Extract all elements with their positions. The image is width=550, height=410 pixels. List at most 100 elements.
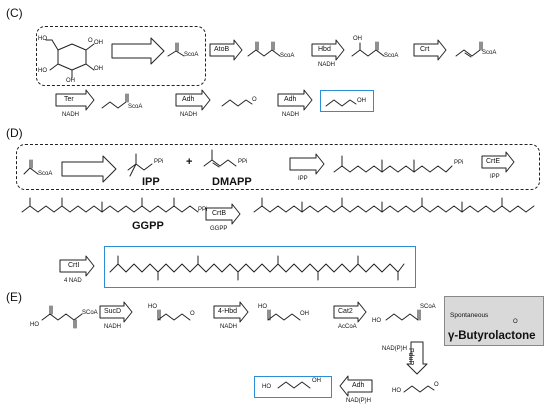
cofactor-nadh-adh-2: NADH: [282, 112, 300, 118]
pdu-arrow-box: [406, 341, 428, 375]
crotonylcoa-label: ScoA: [482, 50, 497, 56]
hydroxy-oh: OH: [353, 36, 362, 42]
butyraldehyde-structure: [221, 99, 253, 107]
section-label-d: (D): [6, 126, 23, 140]
cofactor-nadh-sucd: NADH: [104, 324, 122, 330]
bdo-highlight-box: [254, 376, 332, 398]
plus-sign: +: [186, 156, 193, 168]
fpp-structure: [333, 155, 453, 173]
4hbd-arrow-box: [213, 301, 249, 323]
butanol-highlight-box: [320, 90, 374, 112]
ggpp-name: GGPP: [132, 220, 164, 232]
ipp-ppi: PPi: [154, 159, 164, 165]
section-label-e: (E): [6, 290, 22, 304]
enzyme-hbd: Hbd: [318, 46, 331, 53]
ipp-name: IPP: [142, 176, 160, 188]
glucose-atom-ho-a: HO: [38, 36, 47, 42]
succinylcoa-structure: [41, 305, 83, 329]
dmapp-structure: [203, 149, 237, 168]
acetoacetylcoa-label: ScoA: [280, 53, 295, 59]
section-label-c: (C): [6, 6, 23, 20]
glucose-structure: [45, 39, 95, 79]
4hbald-o: O: [434, 382, 439, 388]
glucose-atom-oh-c: OH: [94, 40, 103, 46]
glucose-atom-oh-b: OH: [66, 78, 75, 84]
enzyme-sucd: SucD: [104, 308, 122, 315]
acetylcoa-structure-d: [23, 159, 39, 175]
ggpp-structure: [21, 197, 199, 213]
enzyme-ter: Ter: [64, 96, 74, 103]
ssa-o: O: [190, 311, 195, 317]
4hbcoa-scoa: SCoA: [420, 304, 436, 310]
enzyme-crtb: CrtB: [212, 210, 226, 217]
ssa-structure: [157, 309, 191, 321]
crt-arrow-box: [413, 39, 447, 61]
adh-arrow-box-e: [339, 375, 373, 397]
cofactor-nadh-adh-1: NADH: [180, 112, 198, 118]
crti-arrow-box: [59, 255, 95, 277]
cat2-arrow-box: [333, 301, 367, 323]
crte-arrow-box: [481, 151, 515, 173]
cofactor-4nad: 4 NAD: [64, 278, 82, 284]
lycopene-structure: [109, 255, 405, 281]
sucd-arrow-box: [99, 301, 133, 323]
cofactor-nadh-hbd: NADH: [318, 62, 336, 68]
acetylcoa-label-d: ScoA: [38, 171, 53, 177]
dmapp-ppi: PPi: [238, 159, 248, 165]
ter-arrow-box: [55, 89, 95, 111]
cofactor-nadph-pdu: NAD(P)H: [382, 346, 407, 352]
glucose-atom-oh-a: OH: [94, 66, 103, 72]
gbl-ring-o: O: [513, 319, 518, 325]
glucose-atom-o: O: [88, 38, 93, 44]
enzyme-crte: CrtE: [486, 158, 500, 165]
atob-arrow-box: [209, 39, 243, 61]
cofactor-nadph-adh: NAD(P)H: [346, 398, 371, 404]
cofactor-nadh-ter: NADH: [62, 112, 80, 118]
cofactor-ipp-1: IPP: [298, 176, 308, 182]
dmapp-name: DMAPP: [212, 176, 252, 188]
enzyme-adh-2: Adh: [284, 96, 297, 103]
adh-arrow-box-2: [277, 89, 313, 111]
hydroxybutyrylcoa-structure: [351, 41, 385, 57]
cofactor-ggpp: GGPP: [210, 226, 228, 232]
phytoene-structure: [253, 197, 535, 213]
cofactor-ipp-crte: IPP: [490, 174, 500, 180]
ssa-ho: HO: [148, 304, 157, 310]
enzyme-crti: CrtI: [68, 262, 80, 269]
fpp-ppi: PPi: [454, 160, 464, 166]
crotonylcoa-structure: [455, 41, 483, 58]
enzyme-crt: Crt: [420, 46, 430, 53]
ipp-structure: [127, 153, 153, 177]
ggpp-ppi: PPi: [198, 207, 208, 213]
acetylcoa-structure-c: [167, 42, 185, 57]
bdo-oh: OH: [312, 378, 321, 384]
crtb-arrow-box: [205, 203, 241, 225]
enzyme-adh-e: Adh: [352, 382, 365, 389]
hbd-arrow-box: [311, 39, 345, 61]
gbl-grey-box: [444, 296, 544, 346]
butyraldehyde-o: O: [252, 97, 257, 103]
glucose-to-acetylcoa-arrow: [111, 37, 165, 65]
enzyme-pdup: PduP: [407, 348, 414, 366]
bdo-structure: [277, 381, 311, 389]
4hb-ho: HO: [258, 304, 267, 310]
acetylcoa-to-ipp-arrow: [61, 155, 117, 183]
acetylcoa-label-c: ScoA: [184, 52, 199, 58]
4hbcoa-ho: HO: [372, 318, 381, 324]
4hbald-ho: HO: [392, 388, 401, 394]
adh-arrow-box-1: [175, 89, 211, 111]
4hbcoa-structure: [385, 309, 421, 321]
4hbald-structure: [403, 385, 435, 393]
succinylcoa-ho: HO: [30, 322, 39, 328]
ipp-condensation-arrow-box: [289, 153, 325, 175]
4hb-oh: OH: [300, 311, 309, 317]
bdo-ho: HO: [262, 384, 271, 390]
enzyme-cat2: Cat2: [338, 308, 353, 315]
glucose-acetylcoa-dashed-box: [36, 26, 206, 86]
butyrylcoa-label: ScoA: [128, 104, 143, 110]
hydroxy-scoa: ScoA: [384, 53, 399, 59]
acetoacetylcoa-structure: [247, 41, 281, 57]
mep-pathway-dashed-box: [16, 144, 540, 190]
enzyme-4hbd: 4-Hbd: [218, 308, 238, 315]
succinylcoa-scoa: SCoA: [82, 310, 98, 316]
